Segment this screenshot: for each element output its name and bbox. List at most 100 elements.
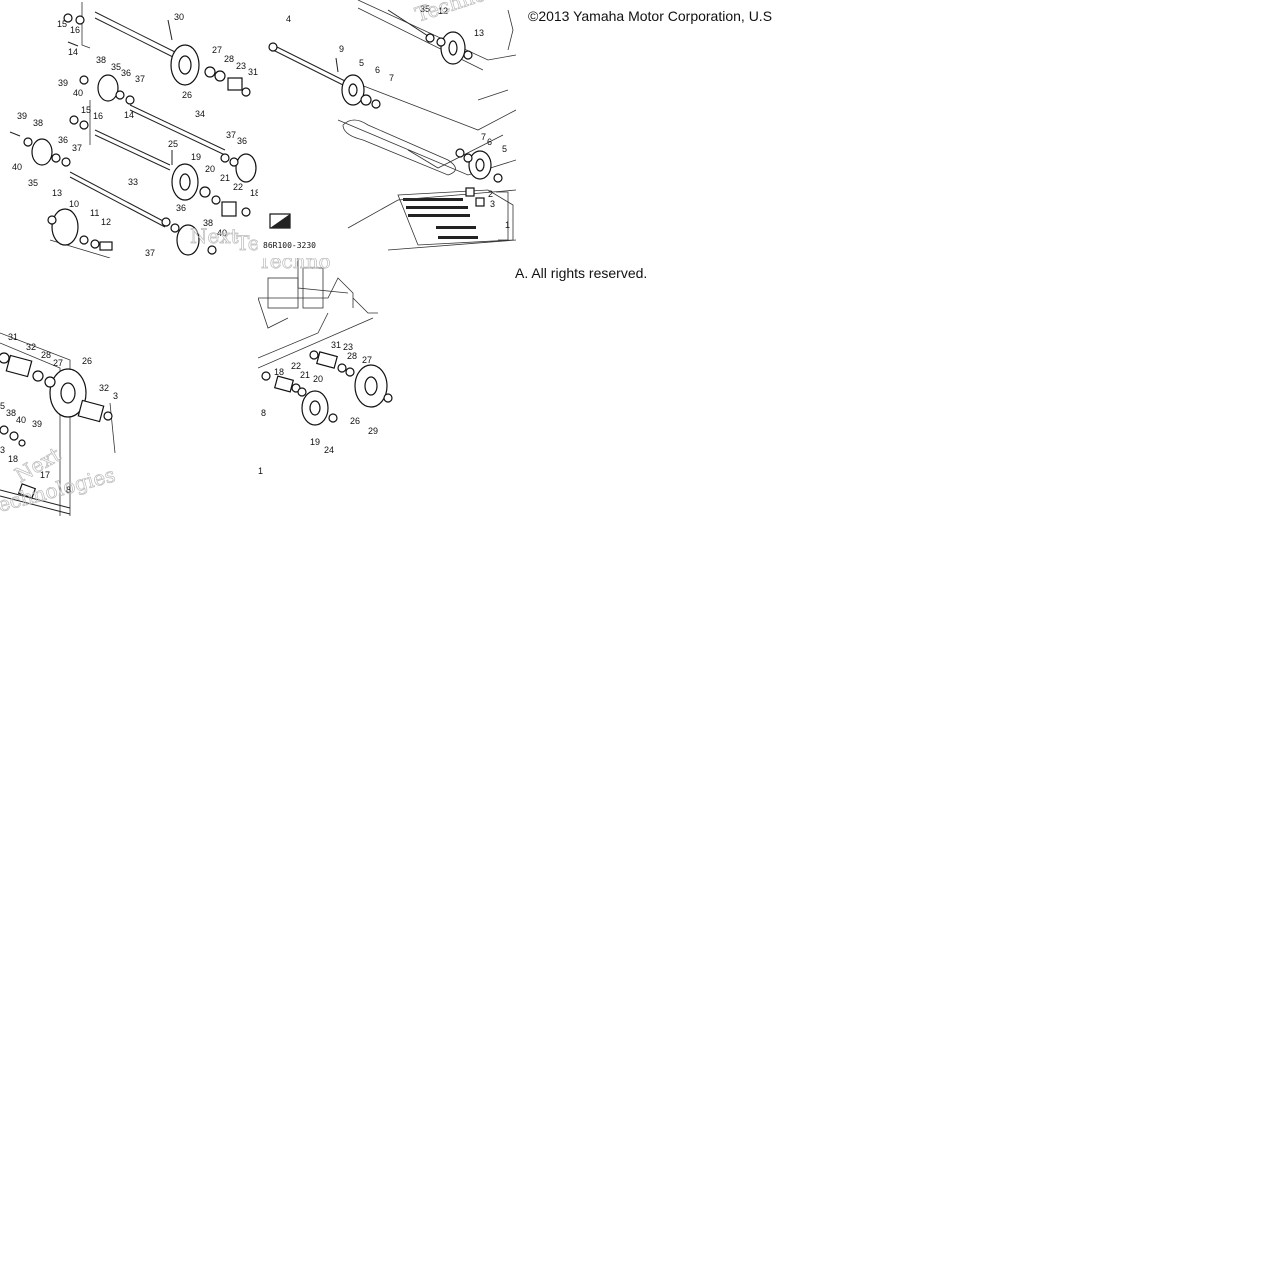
svg-text:5: 5 xyxy=(0,401,5,411)
parts-diagram-closeup-center: 31 23 28 27 22 18 21 20 8 19 24 26 29 1 … xyxy=(258,258,393,476)
svg-text:4: 4 xyxy=(286,14,291,24)
svg-text:25: 25 xyxy=(168,139,178,149)
svg-text:12: 12 xyxy=(438,6,448,16)
svg-text:18: 18 xyxy=(250,188,258,198)
svg-text:38: 38 xyxy=(203,218,213,228)
svg-text:37: 37 xyxy=(226,130,236,140)
svg-text:31: 31 xyxy=(248,67,258,77)
parts-diagram-left-assembly: 30 15 16 14 38 35 36 37 27 28 23 31 39 4… xyxy=(9,2,258,258)
svg-text:17: 17 xyxy=(40,470,50,480)
svg-text:23: 23 xyxy=(236,61,246,71)
svg-text:15: 15 xyxy=(81,105,91,115)
svg-text:26: 26 xyxy=(82,356,92,366)
svg-text:3: 3 xyxy=(0,445,5,455)
svg-text:38: 38 xyxy=(96,55,106,65)
svg-text:36: 36 xyxy=(58,135,68,145)
svg-text:37: 37 xyxy=(145,248,155,258)
svg-text:19: 19 xyxy=(310,437,320,447)
svg-text:39: 39 xyxy=(17,111,27,121)
parts-diagram-right-frame: 86R100-3230 4 9 5 6 7 35 12 13 7 6 5 2 3… xyxy=(263,0,516,251)
svg-text:40: 40 xyxy=(12,162,22,172)
svg-text:38: 38 xyxy=(6,408,16,418)
svg-text:15: 15 xyxy=(57,19,67,29)
svg-text:28: 28 xyxy=(41,350,51,360)
svg-text:40: 40 xyxy=(73,88,83,98)
svg-text:26: 26 xyxy=(350,416,360,426)
svg-text:21: 21 xyxy=(220,173,230,183)
svg-text:1: 1 xyxy=(505,220,510,230)
svg-text:3: 3 xyxy=(490,199,495,209)
svg-text:7: 7 xyxy=(481,132,486,142)
svg-text:8: 8 xyxy=(66,485,71,495)
svg-text:31: 31 xyxy=(8,332,18,342)
svg-text:3: 3 xyxy=(113,391,118,401)
svg-text:38: 38 xyxy=(33,118,43,128)
svg-text:5: 5 xyxy=(359,58,364,68)
svg-text:29: 29 xyxy=(368,426,378,436)
svg-text:14: 14 xyxy=(124,110,134,120)
svg-text:27: 27 xyxy=(53,358,63,368)
svg-text:16: 16 xyxy=(70,25,80,35)
svg-text:40: 40 xyxy=(217,228,227,238)
svg-text:18: 18 xyxy=(8,454,18,464)
svg-text:6: 6 xyxy=(375,65,380,75)
svg-text:14: 14 xyxy=(68,47,78,57)
svg-text:Technologies: Technologies xyxy=(412,0,516,27)
diagram-tile-top-left: 30 15 16 14 38 35 36 37 27 28 23 31 39 4… xyxy=(0,0,258,258)
svg-text:16: 16 xyxy=(93,111,103,121)
svg-text:18: 18 xyxy=(274,367,284,377)
svg-text:Techno: Techno xyxy=(258,258,331,273)
svg-text:12: 12 xyxy=(101,217,111,227)
svg-text:35: 35 xyxy=(111,62,121,72)
svg-text:34: 34 xyxy=(195,109,205,119)
svg-text:26: 26 xyxy=(182,90,192,100)
svg-text:30: 30 xyxy=(174,12,184,22)
svg-text:27: 27 xyxy=(362,355,372,365)
svg-text:36: 36 xyxy=(176,203,186,213)
svg-text:11: 11 xyxy=(90,208,99,218)
svg-text:22: 22 xyxy=(291,361,301,371)
svg-text:23: 23 xyxy=(343,342,353,352)
svg-text:10: 10 xyxy=(69,199,79,209)
diagram-tile-top-right: 86R100-3230 4 9 5 6 7 35 12 13 7 6 5 2 3… xyxy=(258,0,516,258)
svg-text:8: 8 xyxy=(261,408,266,418)
svg-text:2: 2 xyxy=(488,189,493,199)
svg-text:37: 37 xyxy=(135,74,145,84)
copyright-line-2: A. All rights reserved. xyxy=(515,265,648,281)
svg-text:Te: Te xyxy=(236,231,258,255)
svg-text:27: 27 xyxy=(212,45,222,55)
svg-text:32: 32 xyxy=(26,342,36,352)
copyright-line-1: ©2013 Yamaha Motor Corporation, U.S.A xyxy=(528,8,772,24)
svg-text:24: 24 xyxy=(324,445,334,455)
svg-text:32: 32 xyxy=(99,383,109,393)
svg-text:35: 35 xyxy=(420,4,430,14)
diagram-tile-bottom-left: 31 32 28 27 26 32 3 5 38 40 39 3 18 17 8… xyxy=(0,258,258,516)
svg-text:21: 21 xyxy=(300,370,310,380)
svg-text:7: 7 xyxy=(389,73,394,83)
svg-text:22: 22 xyxy=(233,182,243,192)
svg-text:28: 28 xyxy=(224,54,234,64)
svg-text:5: 5 xyxy=(502,144,507,154)
svg-text:6: 6 xyxy=(487,137,492,147)
svg-text:36: 36 xyxy=(121,68,131,78)
svg-text:86R100-3230: 86R100-3230 xyxy=(263,241,316,250)
diagram-tile-bottom-center: 31 23 28 27 22 18 21 20 8 19 24 26 29 1 … xyxy=(258,258,516,516)
svg-text:36: 36 xyxy=(237,136,247,146)
svg-text:9: 9 xyxy=(339,44,344,54)
svg-text:13: 13 xyxy=(474,28,484,38)
svg-text:39: 39 xyxy=(32,419,42,429)
svg-text:40: 40 xyxy=(16,415,26,425)
svg-text:20: 20 xyxy=(313,374,323,384)
svg-text:37: 37 xyxy=(72,143,82,153)
svg-text:33: 33 xyxy=(128,177,138,187)
svg-text:13: 13 xyxy=(52,188,62,198)
svg-text:1: 1 xyxy=(258,466,263,476)
svg-text:39: 39 xyxy=(58,78,68,88)
svg-text:19: 19 xyxy=(191,152,201,162)
parts-diagram-closeup-left: 31 32 28 27 26 32 3 5 38 40 39 3 18 17 8… xyxy=(0,332,118,516)
svg-text:Next: Next xyxy=(190,224,239,248)
svg-text:31: 31 xyxy=(331,340,341,350)
svg-text:20: 20 xyxy=(205,164,215,174)
svg-text:28: 28 xyxy=(347,351,357,361)
copyright-text: ©2013 Yamaha Motor Corporation, U.S. xyxy=(528,8,772,24)
